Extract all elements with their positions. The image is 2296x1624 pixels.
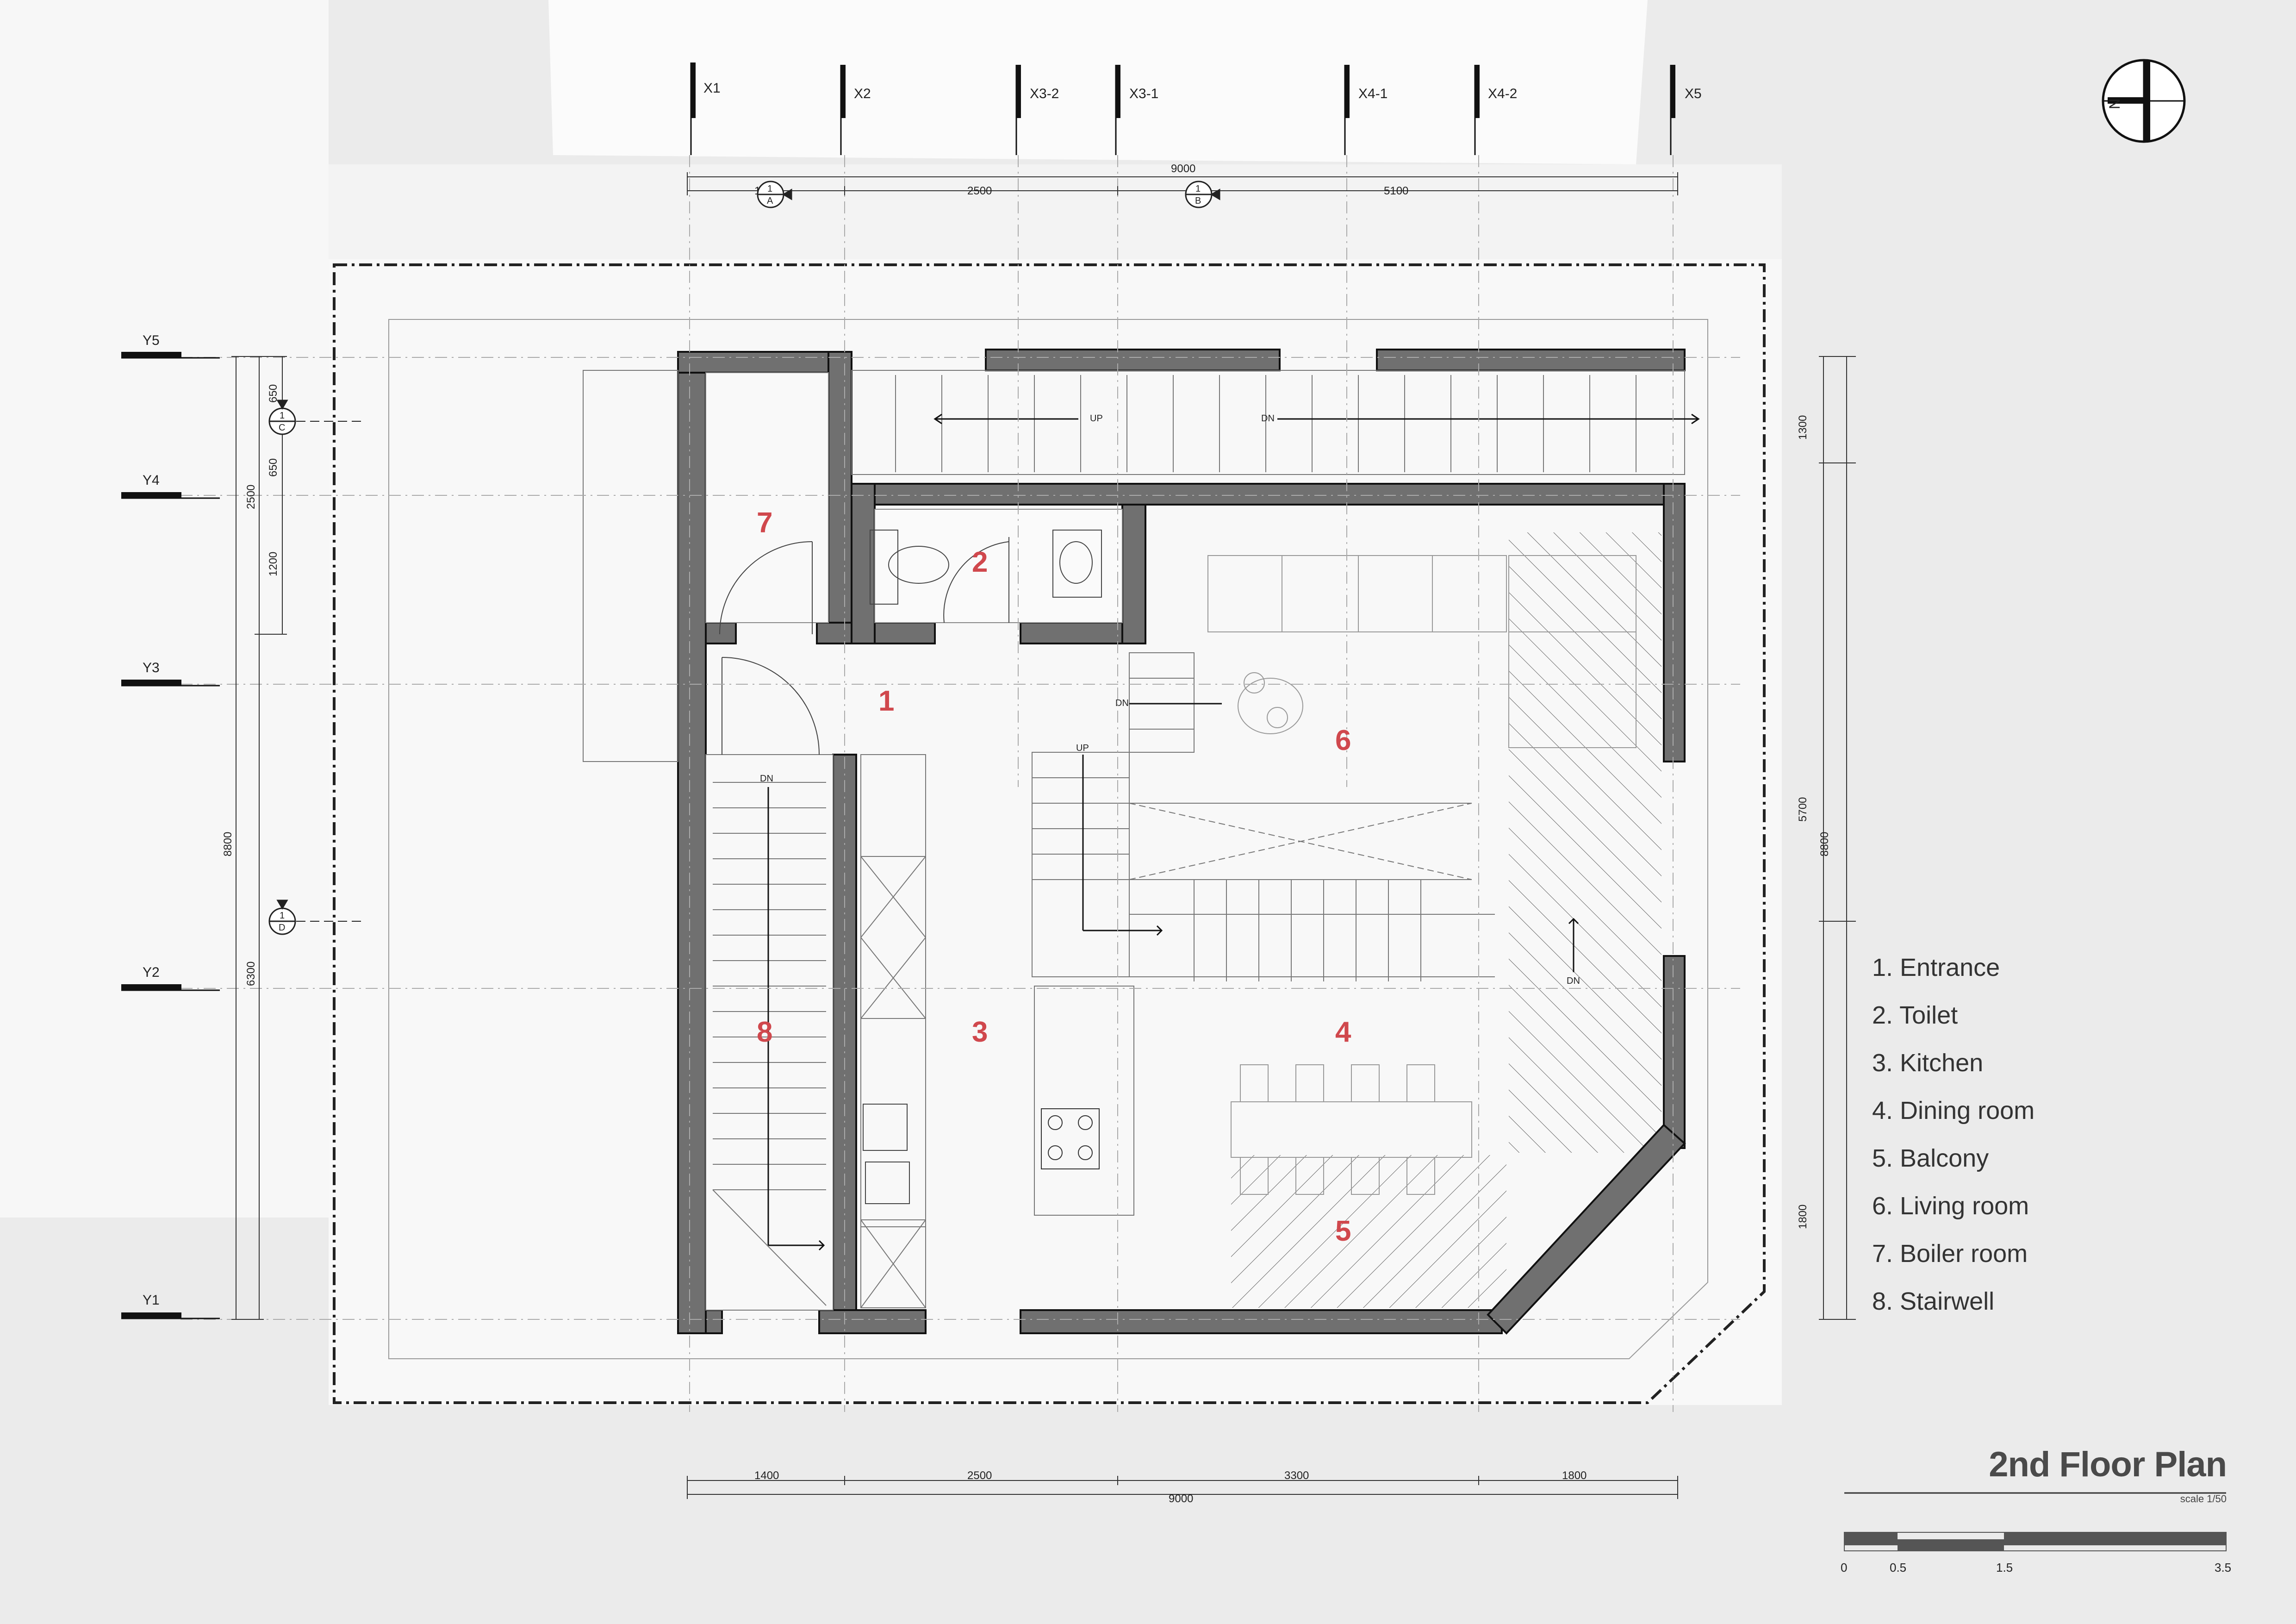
legend-item: 3. Kitchen [1872,1049,1984,1077]
room-number-balcony: 5 [1335,1215,1351,1247]
legend-item: 1. Entrance [1872,954,2000,981]
dim-left-seg: 6300 [245,962,257,986]
dim-bottom-total: 9000 [1169,1493,1193,1505]
section-marker-top: 1 [767,184,772,194]
grid-y-label: Y2 [143,965,160,980]
neighbor-lot-top [548,0,1648,164]
grid-y-label: Y4 [143,473,160,488]
scale-tick: 1.5 [1996,1561,2013,1574]
dim-bottom-seg: 1800 [1562,1469,1587,1482]
site-left-strip [0,0,329,1218]
grid-x-label: X5 [1685,86,1702,101]
room-number-kitchen: 3 [972,1016,988,1048]
toilet-fixtures [870,530,1102,605]
legend-item: 6. Living room [1872,1192,2029,1220]
grid-x-label: X1 [703,81,721,96]
section-marker-bottom: A [767,196,773,206]
section-marker [268,400,296,435]
section-marker-bottom: C [279,423,285,433]
grid-x-label: X4-2 [1488,86,1517,101]
grid-lines [180,155,1740,1412]
dim-bottom-seg: 2500 [967,1469,992,1482]
dim-top-total: 9000 [1171,162,1195,175]
dim-top-seg: 2500 [967,185,992,197]
room-legend: 1. Entrance 2. Toilet 3. Kitchen 4. Dini… [1872,954,2035,1335]
room-number-toilet: 2 [972,546,988,578]
legend-item: 4. Dining room [1872,1097,2035,1124]
grid-x-label: X3-2 [1030,86,1059,101]
room-number-living: 6 [1335,725,1351,756]
stair-note-dn-2: DN [760,774,773,784]
dim-right-total: 8800 [1818,832,1831,856]
room-number-dining: 4 [1335,1016,1351,1048]
section-marker-bottom: B [1195,196,1201,206]
dim-top-seg: 5100 [1384,185,1408,197]
stairwell-floor [705,754,834,1311]
dim-left-sub: 650 [267,384,280,403]
site-boundary [333,263,1766,1404]
kitchen-fixtures [860,754,1134,1308]
stair-note-dn-1: DN [1261,413,1275,424]
section-marker [1185,181,1220,208]
stair-note-up-2: UP [1076,743,1089,753]
section-marker [757,181,792,208]
north-label: N [2106,99,2123,109]
grid-y-label: Y5 [143,333,160,348]
scale-tick: 3.5 [2215,1561,2231,1574]
grid-y-markers [121,352,220,1319]
legend-item: 2. Toilet [1872,1001,1958,1029]
room-number-stairwell: 8 [757,1016,772,1048]
drawing-title: 2nd Floor Plan [1989,1445,2227,1484]
section-marker-bottom: D [279,923,285,933]
scale-tick: 0.5 [1890,1561,1906,1574]
toilet-floor [874,509,1123,623]
dim-bottom-seg: 3300 [1284,1469,1309,1482]
void-hatch [1509,532,1661,1153]
roof-outline [388,319,1708,1359]
dim-left-sub: 650 [267,458,280,477]
section-marker-top: 1 [280,911,285,921]
grid-x-label: X3-1 [1129,86,1158,101]
grid-x-label: X2 [854,86,871,101]
grid-x-label: X4-1 [1358,86,1388,101]
section-marker-top: 1 [280,411,285,421]
legend-item: 5. Balcony [1872,1144,1989,1172]
legend-item: 7. Boiler room [1872,1240,2028,1268]
boiler-room-floor [705,372,829,623]
dim-left-sub: 1200 [267,552,280,576]
furniture [1207,555,1636,1195]
room-number-boiler: 7 [757,507,772,539]
balcony-hatch [1231,1155,1506,1308]
stair-treads [712,370,1685,1306]
north-arrow-icon [2102,59,2186,143]
scale-bar [1844,1532,2227,1551]
bay-outline [583,370,678,762]
grid-y-label: Y1 [143,1293,160,1308]
stair-note-up-1: UP [1090,413,1103,424]
stair-note-dn-3: DN [1115,698,1129,708]
dim-right-seg: 1300 [1797,415,1809,440]
dim-right-seg: 5700 [1797,797,1809,822]
grid-y-label: Y3 [143,660,160,675]
dim-right-seg: 1800 [1797,1205,1809,1229]
room-number-entrance: 1 [878,685,894,717]
grid-x-markers [690,62,1675,155]
site-top-strip [329,164,1782,259]
dim-left-total: 8800 [222,832,234,856]
scale-tick: 0 [1841,1561,1847,1574]
section-marker-top: 1 [1195,184,1201,194]
stair-note-dn-4: DN [1567,976,1580,986]
stair-arrows [767,413,1700,1251]
dim-left-seg: 2500 [245,485,257,509]
door-swings [719,537,1009,755]
dim-bottom-seg: 1400 [754,1469,779,1482]
room-numbers: 1 2 3 4 5 6 7 8 [757,507,1351,1247]
section-marker [268,899,296,935]
scale-note: scale 1/50 [2180,1493,2227,1505]
legend-item: 8. Stairwell [1872,1287,1995,1315]
